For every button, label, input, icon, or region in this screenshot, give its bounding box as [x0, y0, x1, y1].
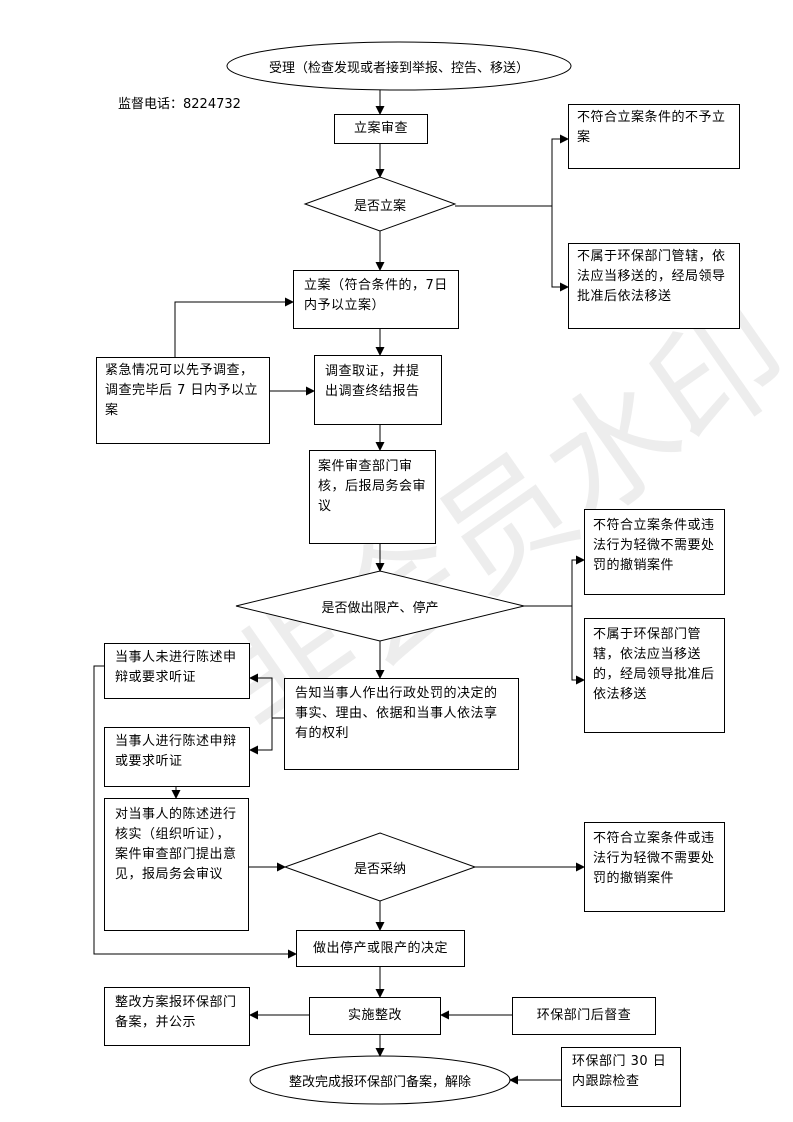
- start-oval: [226, 41, 572, 91]
- node-emergency: 紧急情况可以先予调查，调查完毕后 7 日内予以立案: [96, 357, 270, 444]
- node-dept-review: 案件审查部门审核，后报局务会审议: [309, 450, 436, 544]
- node-not-jurisdiction-1: 不属于环保部门管辖，依法应当移送的，经局领导批准后依法移送: [568, 243, 740, 329]
- node-recheck: 环保部门后督查: [512, 997, 656, 1035]
- node-file-case: 立案（符合条件的，7日内予以立案）: [293, 270, 459, 329]
- node-not-qualify-3: 不符合立案条件或违法行为轻微不需要处罚的撤销案件: [584, 822, 725, 912]
- node-not-qualify-2: 不符合立案条件或违法行为轻微不需要处罚的撤销案件: [584, 509, 725, 595]
- node-decide-adopt: 是否采纳: [353, 861, 406, 877]
- node-case-review: 立案审查: [334, 114, 428, 144]
- node-implement: 实施整改: [309, 997, 441, 1035]
- node-decide-limit: 是否做出限产、停产: [321, 600, 439, 616]
- node-rectify-plan: 整改方案报环保部门备案，并公示: [104, 987, 250, 1046]
- node-no-statement: 当事人未进行陈述申辩或要求听证: [104, 643, 250, 699]
- node-accept: 受理（检查发现或者接到举报、控告、移送）: [268, 60, 529, 76]
- arrow-nostatement-to-decision: [93, 665, 297, 959]
- node-investigate: 调查取证，并提出调查终结报告: [314, 355, 442, 425]
- node-notify: 告知当事人作出行政处罚的决定的事实、理由、依据和当事人依法享有的权利: [284, 678, 519, 770]
- node-complete: 整改完成报环保部门备案，解除: [288, 1074, 471, 1090]
- node-tracking: 环保部门 30 日内跟踪检查: [561, 1047, 681, 1107]
- node-not-jurisdiction-2: 不属于环保部门管辖，依法应当移送的，经局领导批准后依法移送: [584, 618, 725, 733]
- supervision-phone: 监督电话：8224732: [118, 97, 241, 112]
- arrow-emergency-to-file: [174, 297, 294, 357]
- node-not-qualify-1: 不符合立案条件的不予立案: [568, 104, 740, 169]
- node-verify: 对当事人的陈述进行核实（组织听证），案件审查部门提出意见，报局务会审议: [104, 798, 249, 931]
- node-decide-file: 是否立案: [353, 198, 406, 214]
- node-statement: 当事人进行陈述申辩或要求听证: [104, 727, 250, 787]
- branch-notify-left: [249, 673, 284, 719]
- node-decision: 做出停产或限产的决定: [296, 930, 465, 967]
